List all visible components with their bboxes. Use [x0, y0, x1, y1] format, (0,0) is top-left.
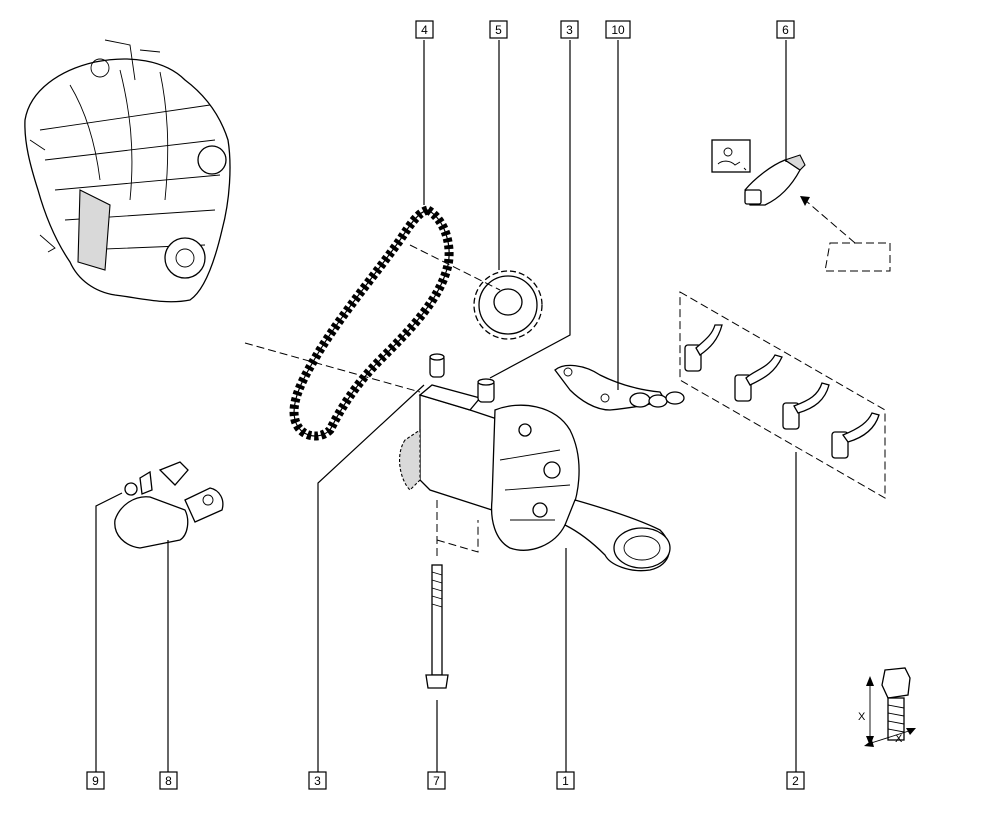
svg-text:3: 3: [314, 774, 321, 788]
oil-pump: [399, 353, 671, 572]
callout-6: 6: [776, 20, 795, 39]
alignment-lines: [244, 244, 501, 560]
oil-control-solenoid: [114, 461, 224, 549]
engine-overview-illustration: [24, 39, 231, 303]
callout-10: 10: [605, 20, 631, 39]
crankshaft-sprocket: [473, 270, 543, 340]
svg-text:3: 3: [566, 23, 573, 37]
callout-3-bottom: 3: [308, 771, 327, 790]
callout-8: 8: [159, 771, 178, 790]
leader-lines: [95, 40, 797, 772]
svg-text:8: 8: [165, 774, 172, 788]
svg-text:5: 5: [495, 23, 502, 37]
svg-text:2: 2: [792, 774, 799, 788]
svg-text:9: 9: [92, 774, 99, 788]
oil-pump-bolt: [425, 564, 449, 689]
svg-text:1: 1: [562, 774, 569, 788]
callout-1: 1: [556, 771, 575, 790]
callout-7: 7: [427, 771, 446, 790]
gasket-and-o-rings: [554, 364, 685, 411]
svg-text:6: 6: [782, 23, 789, 37]
callout-9: 9: [86, 771, 105, 790]
dimension-label-x-horizontal: X: [895, 733, 903, 745]
piston-oil-jets: [679, 291, 886, 499]
callout-5: 5: [489, 20, 508, 39]
bolt-dimension-detail: X X: [858, 667, 916, 747]
svg-text:10: 10: [611, 23, 625, 37]
svg-text:7: 7: [433, 774, 440, 788]
svg-text:4: 4: [421, 23, 428, 37]
oil-pressure-switch: [711, 139, 891, 272]
timing-chain: [289, 205, 454, 441]
callout-2: 2: [786, 771, 805, 790]
callout-4: 4: [415, 20, 434, 39]
dimension-label-x-vertical: X: [858, 711, 866, 723]
callout-3-top: 3: [560, 20, 579, 39]
